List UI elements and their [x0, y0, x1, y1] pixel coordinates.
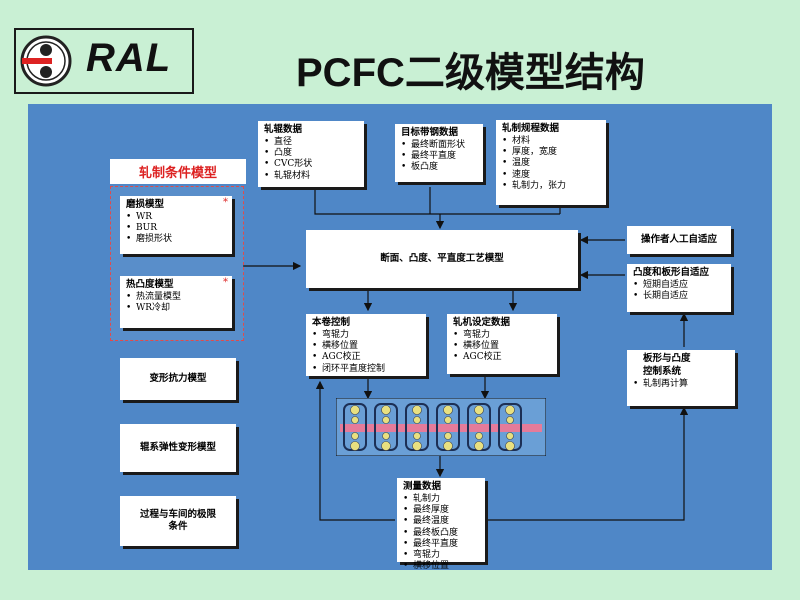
flatness-crown-control-box: 板形与凸度 控制系统 轧制再计算: [627, 350, 735, 406]
mill-roll: [413, 432, 421, 440]
list-item: 材料: [502, 136, 600, 148]
slide-title: PCFC二级模型结构: [296, 51, 645, 95]
list-item: 长期自适应: [633, 291, 725, 303]
mill-stands-graphic: [336, 398, 546, 456]
coil-control-box: 本卷控制 弯辊力 横移位置 AGC校正 闭环平直度控制: [306, 314, 426, 376]
mill-roll: [443, 441, 453, 451]
measurement-title: 测量数据: [403, 481, 442, 492]
list-item: WR: [126, 212, 226, 224]
list-item: 最终板凸度: [403, 528, 479, 540]
crown-flatness-adapt-box: 凸度和板形自适应 短期自适应 长期自适应: [627, 264, 731, 312]
mill-roll: [474, 441, 484, 451]
strip: [340, 424, 542, 432]
roll-elastic-model-box: 辊系弹性变形模型: [120, 424, 236, 472]
list-item: 轧辊材料: [264, 171, 358, 183]
operator-adapt-box: 操作者人工自适应: [627, 226, 731, 254]
deformation-model-title: 变形抗力模型: [149, 372, 207, 384]
crown-flatness-adapt-title: 凸度和板形自适应: [633, 267, 710, 278]
ral-emblem-icon: [20, 35, 72, 87]
rolling-schedule-title: 轧制规程数据: [502, 123, 560, 134]
mill-roll: [505, 441, 515, 451]
rolling-condition-model-title: 轧制条件模型: [110, 159, 246, 184]
operator-adapt-title: 操作者人工自适应: [640, 233, 717, 245]
mill-setup-box: 轧机设定数据 弯辊力 横移位置 AGC校正: [447, 314, 557, 374]
list-item: 最终平直度: [401, 151, 477, 163]
mill-roll: [475, 416, 483, 424]
list-item: 最终断面形状: [401, 140, 477, 152]
list-item: 横移位置: [403, 561, 479, 573]
wear-model-title: 磨损模型: [126, 199, 165, 210]
list-item: WR冷却: [126, 303, 226, 315]
roll-data-box: 轧辊数据 直径 凸度 CVC形状 轧辊材料: [258, 121, 364, 187]
list-item: 弯辊力: [403, 550, 479, 562]
deformation-model-box: 变形抗力模型: [120, 358, 236, 400]
mill-roll: [444, 416, 452, 424]
list-item: 弯辊力: [453, 330, 551, 342]
mill-roll: [443, 405, 453, 415]
process-model-box: 断面、凸度、平直度工艺模型: [306, 230, 578, 288]
list-item: 轧制力: [403, 494, 479, 506]
list-item: AGC校正: [453, 352, 551, 364]
mill-roll: [351, 432, 359, 440]
list-item: 轧制再计算: [633, 379, 729, 391]
roll-elastic-model-title: 辊系弹性变形模型: [139, 441, 216, 453]
mill-roll: [351, 416, 359, 424]
list-item: 热流量模型: [126, 292, 226, 304]
flatness-crown-control-title: 板形与凸度: [643, 353, 691, 364]
process-model-title: 断面、凸度、平直度工艺模型: [380, 252, 504, 264]
list-item: 横移位置: [453, 341, 551, 353]
coil-control-title: 本卷控制: [312, 317, 351, 328]
flatness-crown-control-subtitle: 控制系统: [643, 365, 682, 377]
mill-roll: [412, 441, 422, 451]
wear-model-box: * 磨损模型 WR BUR 磨损形状: [120, 196, 232, 254]
list-item: 弯辊力: [312, 330, 420, 342]
list-item: 温度: [502, 158, 600, 170]
list-item: 最终厚度: [403, 505, 479, 517]
mill-roll: [474, 405, 484, 415]
measurement-data-box: 测量数据 轧制力 最终厚度 最终温度 最终板凸度 最终平直度 弯辊力 横移位置: [397, 478, 485, 573]
mill-roll: [350, 405, 360, 415]
list-item: 最终温度: [403, 516, 479, 528]
mill-roll: [506, 432, 514, 440]
limit-conditions-box: 过程与车间的极限条件: [120, 496, 236, 546]
star-marker: *: [223, 197, 228, 208]
logo-text: RAL: [86, 36, 172, 80]
list-item: 最终平直度: [403, 539, 479, 551]
limit-conditions-title: 过程与车间的极限条件: [139, 508, 216, 532]
mill-roll: [412, 405, 422, 415]
list-item: 凸度: [264, 148, 358, 160]
mill-roll: [381, 405, 391, 415]
star-marker: *: [223, 277, 228, 288]
mill-roll: [381, 441, 391, 451]
list-item: CVC形状: [264, 159, 358, 171]
mill-roll: [382, 432, 390, 440]
logo: RAL: [14, 28, 194, 94]
target-strip-title: 目标带钢数据: [401, 127, 459, 138]
list-item: 横移位置: [312, 341, 420, 353]
mill-roll: [506, 416, 514, 424]
thermal-crown-model-box: * 热凸度模型 热流量模型 WR冷却: [120, 276, 232, 328]
mill-roll: [413, 416, 421, 424]
list-item: BUR: [126, 223, 226, 235]
rolling-schedule-box: 轧制规程数据 材料 厚度，宽度 温度 速度 轧制力，张力: [496, 120, 606, 205]
list-item: 速度: [502, 170, 600, 182]
mill-roll: [505, 405, 515, 415]
list-item: 磨损形状: [126, 234, 226, 246]
list-item: AGC校正: [312, 352, 420, 364]
thermal-crown-model-title: 热凸度模型: [126, 279, 174, 290]
list-item: 厚度，宽度: [502, 147, 600, 159]
mill-roll: [382, 416, 390, 424]
mill-setup-title: 轧机设定数据: [453, 317, 511, 328]
list-item: 板凸度: [401, 162, 477, 174]
mill-roll: [350, 441, 360, 451]
mill-roll: [475, 432, 483, 440]
list-item: 闭环平直度控制: [312, 364, 420, 376]
roll-data-title: 轧辊数据: [264, 124, 303, 135]
mill-roll: [444, 432, 452, 440]
list-item: 短期自适应: [633, 280, 725, 292]
list-item: 直径: [264, 137, 358, 149]
target-strip-data-box: 目标带钢数据 最终断面形状 最终平直度 板凸度: [395, 124, 483, 182]
list-item: 轧制力，张力: [502, 181, 600, 193]
